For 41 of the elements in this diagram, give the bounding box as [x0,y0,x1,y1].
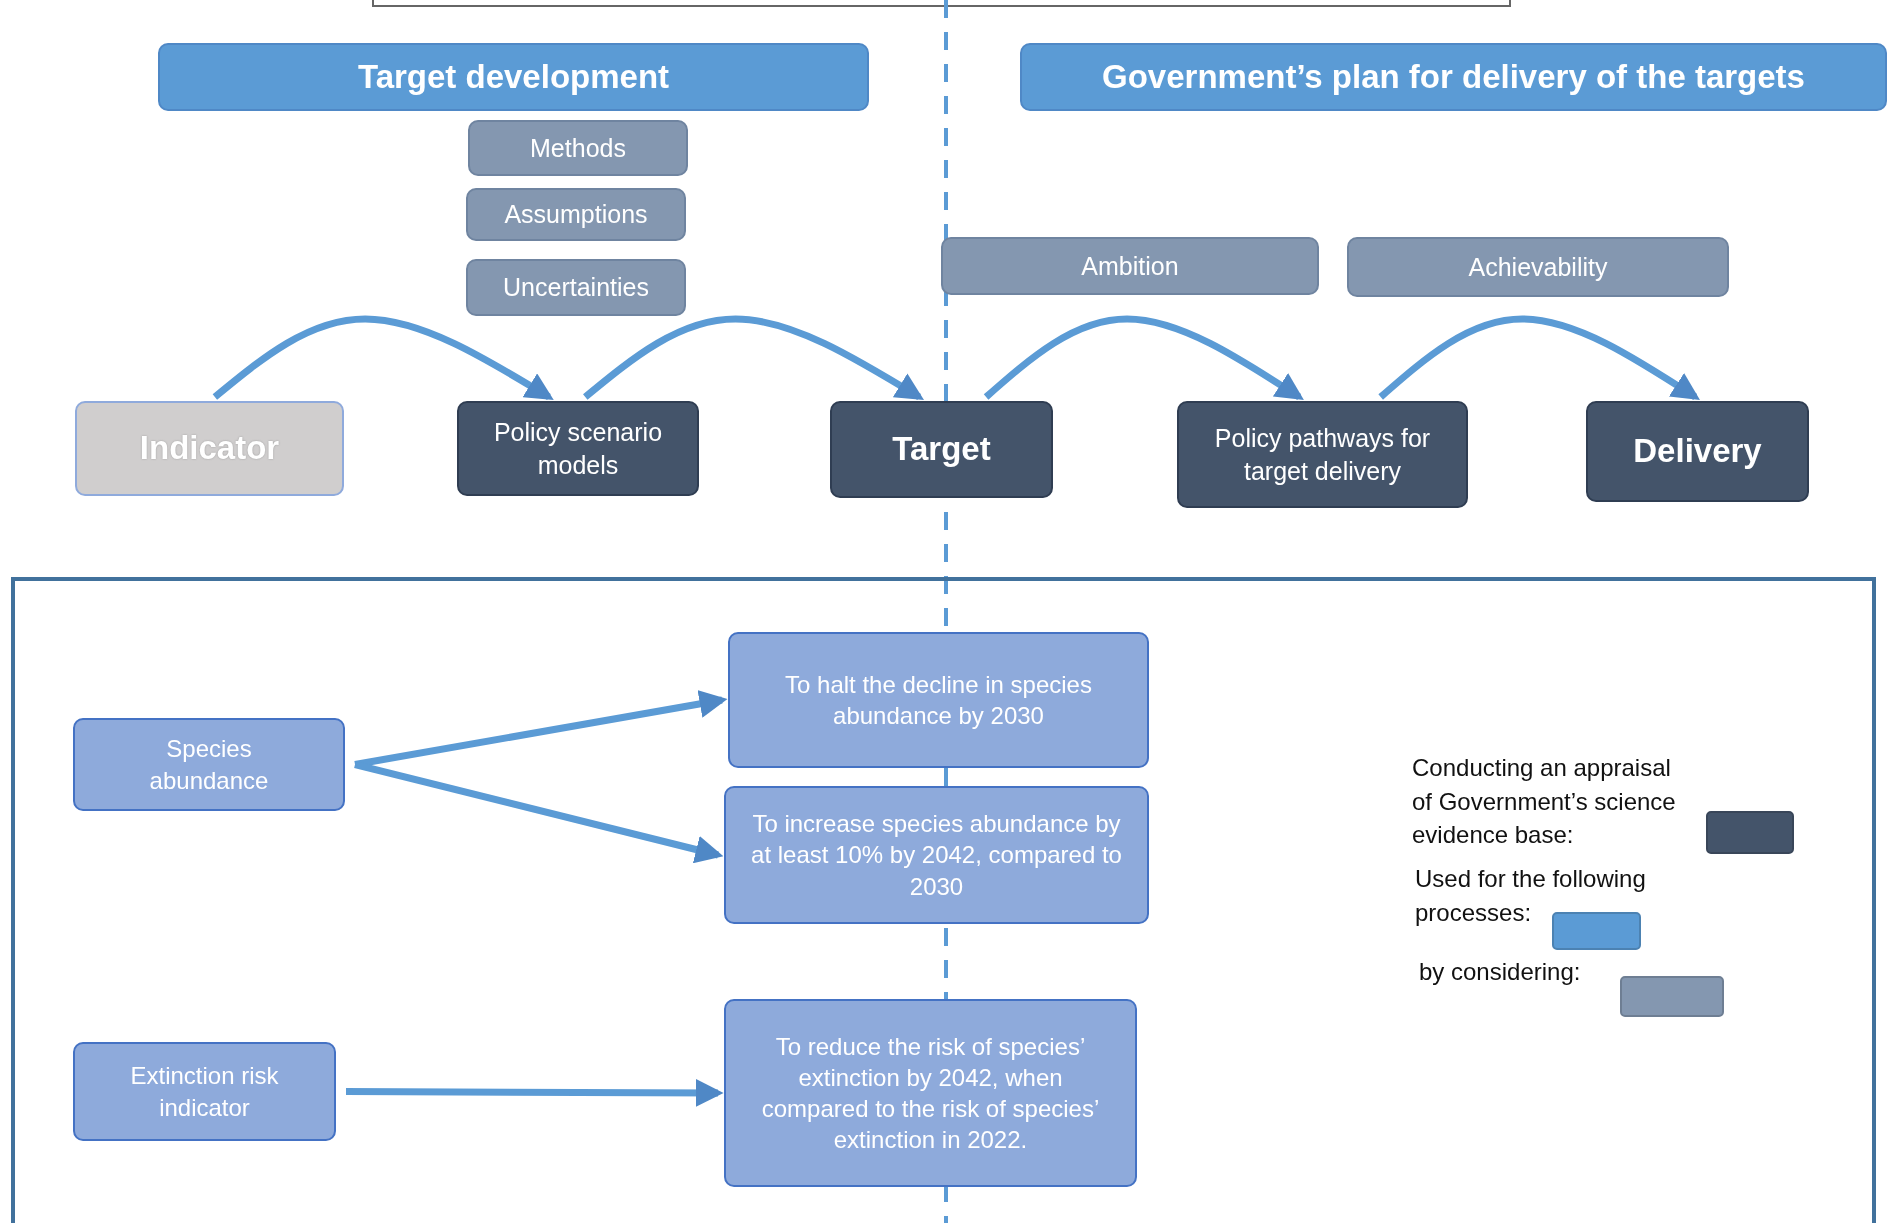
stage-box [75,401,344,496]
factor-box [466,259,686,316]
section-header [1020,43,1887,111]
arrow [354,690,728,768]
box-label: To reduce the risk of species’ extinction by 2042, when compared to the risk of species’ extinction in 2022. [760,1031,1101,1156]
stage-box [1177,401,1468,508]
box-label: To increase species abundance by at least 10% by 2042, compared to 2030 [750,809,1123,902]
box-label: Delivery [1632,431,1763,472]
arrow [983,315,1304,401]
box-label: Methods [529,132,627,164]
box-label: Government’s plan for delivery of the targets [1101,56,1806,97]
box-label: Species abundance [148,734,270,796]
example-box [73,1042,336,1141]
arrow [212,315,554,400]
box-label: Extinction risk indicator [129,1061,280,1123]
box-label: Policy scenario models [492,417,664,481]
example-box [73,718,345,811]
box-label: Assumptions [503,199,649,231]
factor-box [1347,237,1729,297]
box-label: To halt the decline in species abundance by 2030 [784,669,1093,731]
factor-box [466,188,686,241]
legend-text: Conducting an appraisal of Government’s science evidence base: [1412,753,1677,851]
example-box [728,632,1149,768]
box-label: Policy pathways for target delivery [1213,423,1432,487]
example-box [724,786,1149,924]
box-label: Target [891,429,992,470]
box-label: Ambition [1080,250,1180,282]
box-label: Target development [356,56,671,97]
box-label: Achievability [1467,251,1609,283]
arrow [1378,315,1700,401]
arrow [583,315,924,400]
legend-text: Used for the following processes: [1415,864,1647,928]
section-header [158,43,869,111]
stage-box [830,401,1053,498]
stage-box [457,401,699,496]
legend-text: by considering: [1419,957,1582,987]
box-label: Uncertainties [502,272,650,304]
factor-box [468,120,688,176]
example-box [724,999,1137,1187]
stage-box [1586,401,1809,502]
factor-box [941,237,1319,295]
